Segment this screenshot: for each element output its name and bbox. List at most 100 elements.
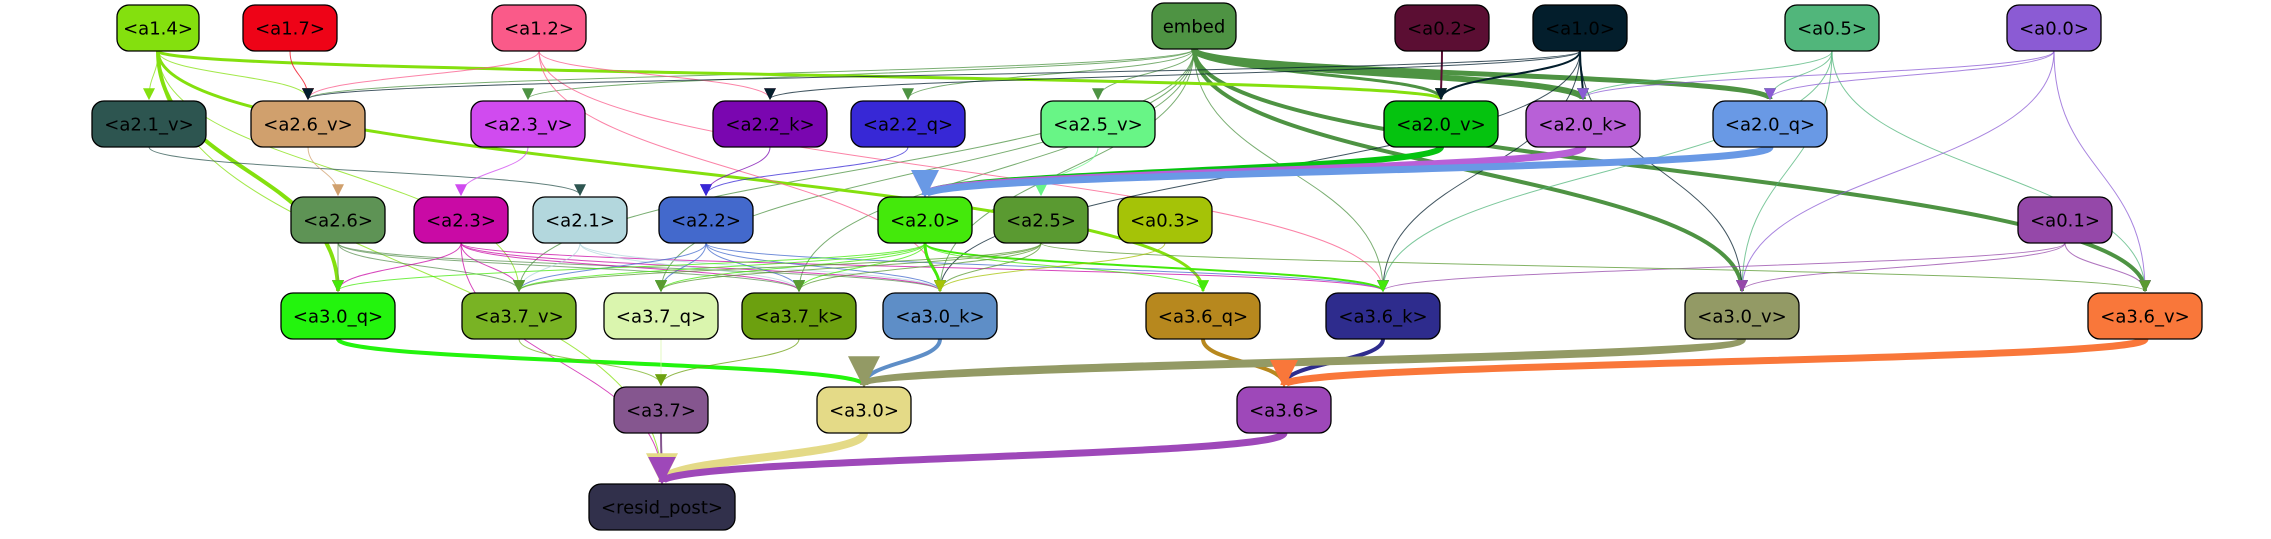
node-a1-4[interactable]: <a1.4> bbox=[116, 4, 200, 52]
node-a2-0-k[interactable]: <a2.0_k> bbox=[1525, 100, 1641, 148]
node-label: <a3.0_q> bbox=[293, 307, 383, 328]
node-box bbox=[993, 196, 1089, 244]
node-a0-1[interactable]: <a0.1> bbox=[2017, 196, 2113, 244]
node-label: <a2.0_k> bbox=[1538, 115, 1627, 136]
node-a0-5[interactable]: <a0.5> bbox=[1784, 4, 1880, 52]
node-box bbox=[280, 292, 396, 340]
node-box bbox=[588, 483, 736, 531]
node-a2-0-q[interactable]: <a2.0_q> bbox=[1712, 100, 1828, 148]
node-box bbox=[603, 292, 719, 340]
node-a2-5-v[interactable]: <a2.5_v> bbox=[1040, 100, 1156, 148]
edge-a0.0-to-a3.6_v bbox=[2053, 50, 2151, 293]
node-box bbox=[1394, 4, 1490, 52]
edge-a0.5-to-a3.6_k bbox=[1377, 50, 1833, 293]
node-label: <a3.0> bbox=[829, 401, 899, 422]
edge-a1.4-to-a3.0_q bbox=[156, 50, 344, 293]
node-box bbox=[461, 292, 577, 340]
node-a0-0[interactable]: <a0.0> bbox=[2006, 4, 2102, 52]
node-box bbox=[2017, 196, 2113, 244]
node-a3-7-q[interactable]: <a3.7_q> bbox=[603, 292, 719, 340]
node-a1-0[interactable]: <a1.0> bbox=[1532, 4, 1628, 52]
node-box bbox=[1145, 292, 1261, 340]
node-a2-1-v[interactable]: <a2.1_v> bbox=[91, 100, 207, 148]
edge-a1.0-to-a2.0_v bbox=[1435, 50, 1581, 101]
node-label: <a2.3> bbox=[426, 211, 496, 232]
node-a2-6[interactable]: <a2.6> bbox=[290, 196, 386, 244]
node-embed[interactable]: embed bbox=[1151, 2, 1237, 50]
node-box bbox=[1532, 4, 1628, 52]
node-box bbox=[613, 386, 709, 434]
edge-embed-to-a2.3_v bbox=[522, 48, 1195, 101]
edge-a1.0-to-a2.6_v bbox=[302, 50, 1581, 101]
node-box bbox=[470, 100, 586, 148]
node-a2-6-v[interactable]: <a2.6_v> bbox=[250, 100, 366, 148]
node-a2-3[interactable]: <a2.3> bbox=[413, 196, 509, 244]
edge-a0.5-to-a2.0_k bbox=[1577, 50, 1833, 101]
node-box bbox=[2087, 292, 2203, 340]
node-a0-3[interactable]: <a0.3> bbox=[1117, 196, 1213, 244]
edge-a1.4-to-resid_post bbox=[157, 50, 668, 484]
edge-embed-to-a2.0_v bbox=[1192, 48, 1447, 101]
node-label: <a2.0_q> bbox=[1725, 115, 1815, 136]
node-label: <a3.6_q> bbox=[1158, 307, 1248, 328]
node-a2-2-k[interactable]: <a2.2_k> bbox=[712, 100, 828, 148]
node-a3-0-k[interactable]: <a3.0_k> bbox=[882, 292, 998, 340]
node-a3-6-v[interactable]: <a3.6_v> bbox=[2087, 292, 2203, 340]
edge-a2.0-to-a3.6_k bbox=[924, 242, 1389, 293]
edge-a0.1-to-a3.0_v bbox=[1736, 242, 2066, 293]
node-label: <a0.2> bbox=[1407, 19, 1477, 40]
edge-a1.0-to-a2.2_k bbox=[764, 50, 1581, 101]
node-a1-7[interactable]: <a1.7> bbox=[242, 4, 338, 52]
node-a3-0[interactable]: <a3.0> bbox=[816, 386, 912, 434]
node-a3-0-v[interactable]: <a3.0_v> bbox=[1684, 292, 1800, 340]
edge-a2.5_v-to-a2.5 bbox=[1035, 146, 1099, 197]
edge-a2.1-to-a3.0_k bbox=[579, 242, 946, 293]
node-a2-2[interactable]: <a2.2> bbox=[658, 196, 754, 244]
edge-a2.1_v-to-a2.1 bbox=[148, 146, 586, 197]
node-label: <a0.3> bbox=[1130, 211, 1200, 232]
node-box bbox=[1383, 100, 1499, 148]
node-label: <resid_post> bbox=[601, 498, 723, 519]
edge-a1.7-to-a2.6_v bbox=[289, 50, 314, 101]
node-label: <a1.7> bbox=[255, 19, 325, 40]
edge-embed-to-a2.5_v bbox=[1092, 48, 1195, 101]
edge-a0.3-to-a3.0_k bbox=[934, 242, 1166, 293]
node-box bbox=[290, 196, 386, 244]
node-a3-7-v[interactable]: <a3.7_v> bbox=[461, 292, 577, 340]
node-a3-6-k[interactable]: <a3.6_k> bbox=[1325, 292, 1441, 340]
node-label: <a0.5> bbox=[1797, 19, 1867, 40]
edge-a2.3-to-a3.0_k bbox=[460, 242, 946, 293]
node-resid-post[interactable]: <resid_post> bbox=[588, 483, 736, 531]
edge-a0.0-to-a2.0_q bbox=[1764, 50, 2055, 101]
node-label: <a1.4> bbox=[123, 19, 193, 40]
node-a2-0[interactable]: <a2.0> bbox=[877, 196, 973, 244]
node-a3-6[interactable]: <a3.6> bbox=[1236, 386, 1332, 434]
node-label: <a2.6_v> bbox=[263, 115, 352, 136]
node-a1-2[interactable]: <a1.2> bbox=[491, 4, 587, 52]
node-a2-3-v[interactable]: <a2.3_v> bbox=[470, 100, 586, 148]
node-label: <a2.6> bbox=[303, 211, 373, 232]
edge-a1.4-to-a2.0_v bbox=[156, 49, 1447, 101]
edge-a2.0-to-a3.0_q bbox=[332, 242, 926, 293]
node-a3-0-q[interactable]: <a3.0_q> bbox=[280, 292, 396, 340]
node-a3-7[interactable]: <a3.7> bbox=[613, 386, 709, 434]
node-a3-7-k[interactable]: <a3.7_k> bbox=[741, 292, 857, 340]
node-a2-1[interactable]: <a2.1> bbox=[532, 196, 628, 244]
edge-a2.2_q-to-a2.2 bbox=[700, 146, 909, 197]
node-label: <a2.5_v> bbox=[1053, 115, 1142, 136]
node-a2-5[interactable]: <a2.5> bbox=[993, 196, 1089, 244]
node-label: <a3.6> bbox=[1249, 401, 1319, 422]
node-label: <a2.1_v> bbox=[104, 115, 193, 136]
node-a2-0-v[interactable]: <a2.0_v> bbox=[1383, 100, 1499, 148]
edge-a2.3_v-to-a2.3 bbox=[455, 146, 529, 197]
node-box bbox=[1784, 4, 1880, 52]
edge-a1.2-to-a2.6_v bbox=[302, 50, 540, 101]
node-label: <a3.7> bbox=[626, 401, 696, 422]
node-label: <a2.3_v> bbox=[483, 115, 572, 136]
edge-a1.4-to-a3.6_q bbox=[156, 50, 1209, 293]
node-a3-6-q[interactable]: <a3.6_q> bbox=[1145, 292, 1261, 340]
node-a2-2-q[interactable]: <a2.2_q> bbox=[850, 100, 966, 148]
node-a0-2[interactable]: <a0.2> bbox=[1394, 4, 1490, 52]
node-box bbox=[882, 292, 998, 340]
